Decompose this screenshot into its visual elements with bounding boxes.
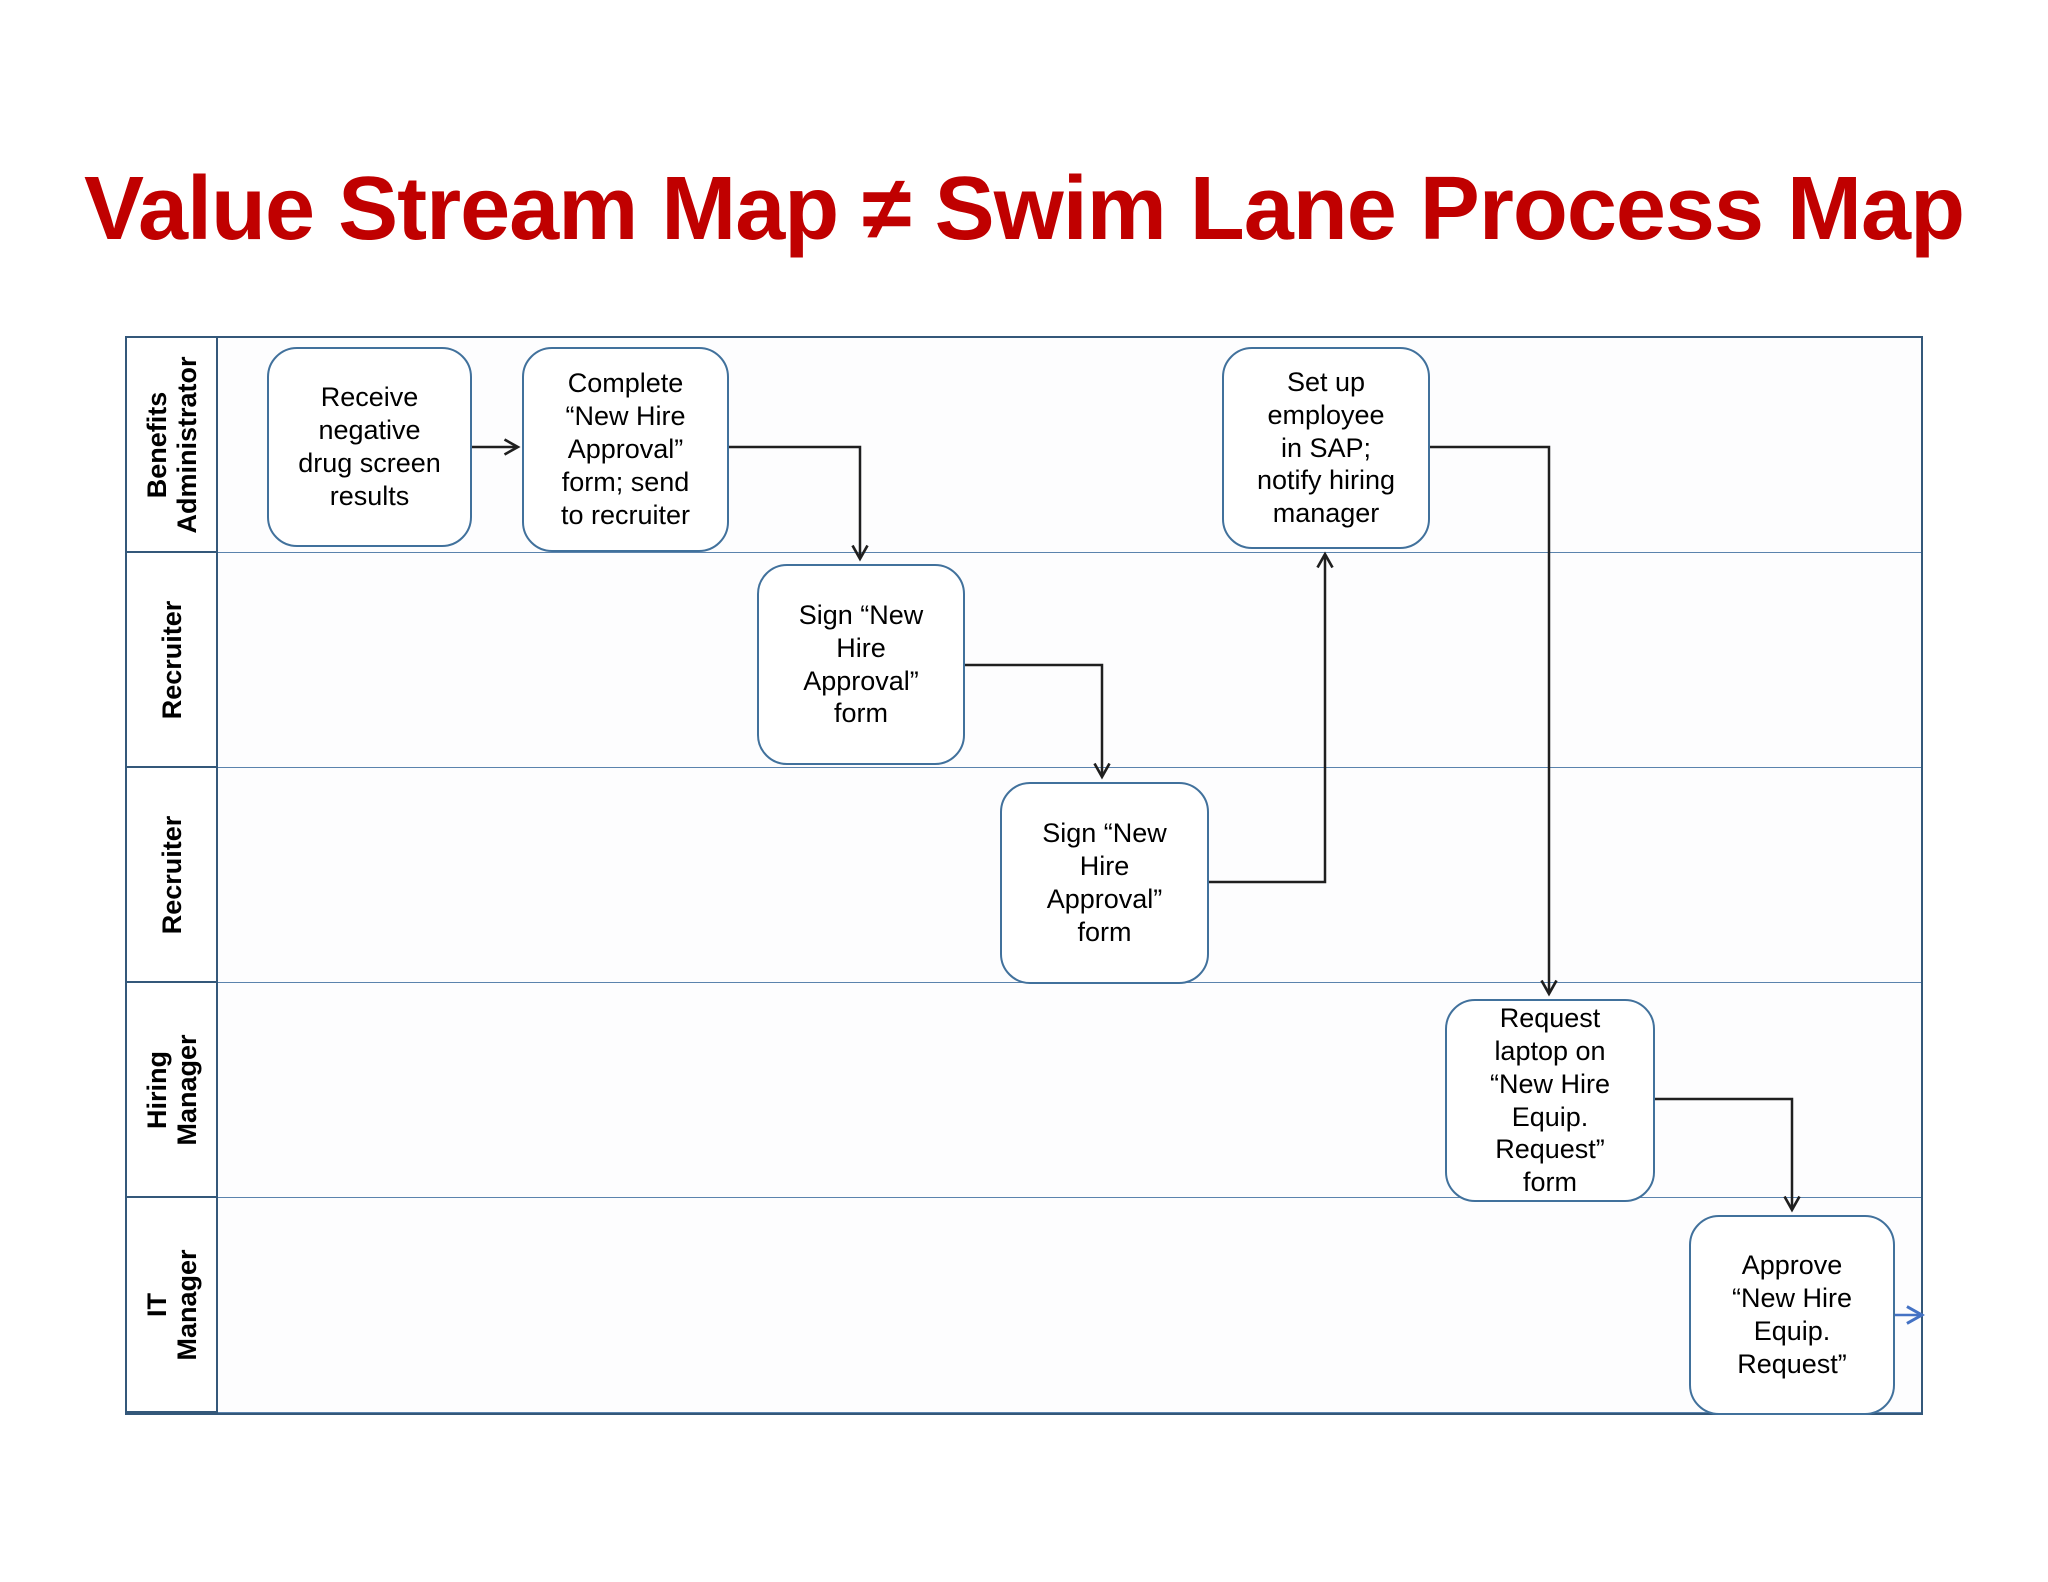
lane-content [218,338,1921,553]
arrow-setup-to-request-laptop [1430,445,1558,997]
lane-it-manager: IT Manager [127,1198,1921,1413]
lane-label-cell: Hiring Manager [127,983,218,1198]
page-title: Value Stream Map ≠ Swim Lane Process Map [83,159,1965,259]
arrow-sign2-to-setup-sap [1209,551,1334,884]
lane-label-cell: Recruiter [127,768,218,983]
lane-benefits-administrator: Benefits Administrator [127,338,1921,553]
lane-label-cell: IT Manager [127,1198,218,1413]
arrow-complete-to-sign-1 [729,445,869,562]
lane-content [218,1198,1921,1413]
flow-arrows-layer [472,438,1925,1325]
arrow-sign1-to-sign2 [965,663,1111,780]
swimlane-table: Benefits Administrator Recruiter Recruit… [125,336,1925,1415]
lane-recruiter-1: Recruiter [127,553,1921,768]
arrow-request-to-approve [1655,1097,1801,1213]
lane-label-cell: Benefits Administrator [127,338,218,553]
lane-label-cell: Recruiter [127,553,218,768]
lane-content [218,553,1921,768]
